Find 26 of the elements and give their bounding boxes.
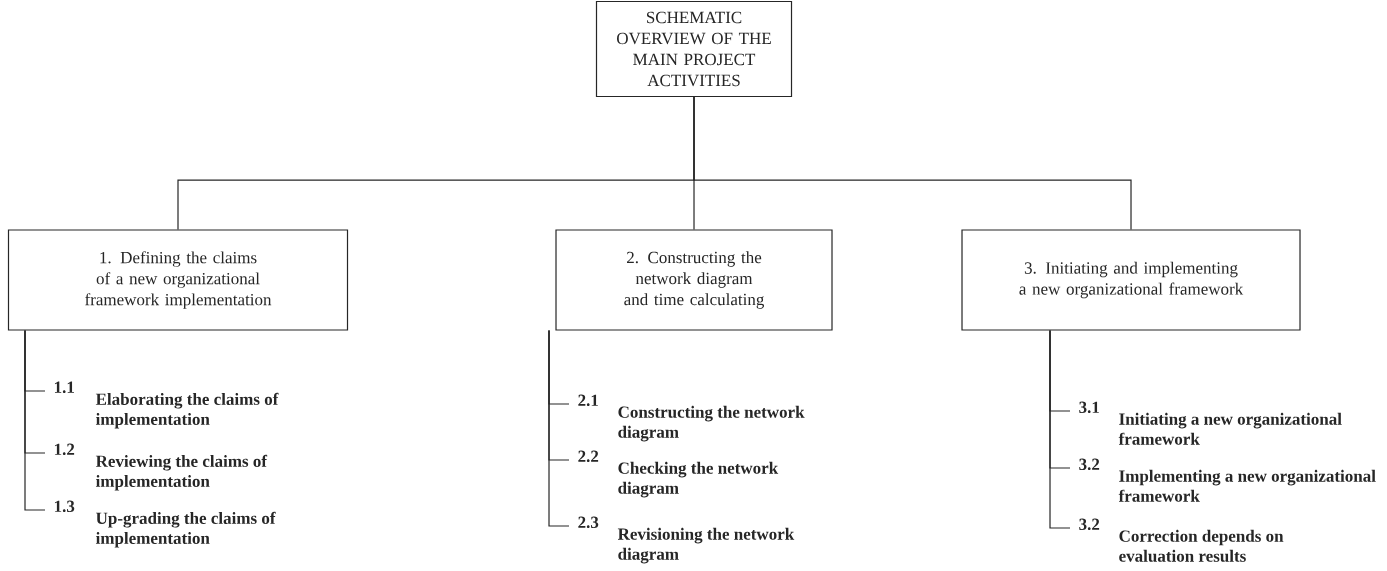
item-number: 1.3 — [54, 500, 75, 513]
item-number: 3.1 — [1079, 401, 1099, 414]
root-box: SCHEMATIC OVERVIEW OF THE MAIN PROJECT ACTIVITIES — [595, 0, 793, 98]
connector-line — [548, 330, 570, 527]
connector-line — [693, 96, 1132, 230]
activity-box: 2. Constructing the network diagram and time calculating — [555, 229, 833, 331]
item-text: Implementing a new organizational framework — [1118, 469, 1376, 502]
item-text: Checking the network diagram — [618, 461, 779, 498]
item-number: 1.1 — [54, 381, 74, 394]
item-number: 3.2 — [1079, 458, 1100, 471]
item-text: Initiating a new organizational framework — [1118, 412, 1342, 445]
item-text: Up-grading the claims of implementation — [96, 511, 276, 548]
item-text: Constructing the network diagram — [618, 405, 805, 442]
connector-line — [24, 330, 46, 511]
item-text: Reviewing the claims of implementation — [95, 454, 268, 491]
item-text: Correction depends on evaluation results — [1119, 529, 1284, 562]
item-number: 2.2 — [578, 450, 599, 463]
item-number: 2.3 — [578, 516, 599, 529]
connector-line — [1049, 330, 1071, 529]
item-number: 3.2 — [1079, 518, 1100, 531]
item-number: 1.2 — [54, 443, 75, 456]
item-text: Revisioning the network diagram — [617, 527, 795, 564]
activity-box: 1. Defining the claims of a new organizational framework implementation — [7, 229, 349, 331]
activity-box: 3. Initiating and implementing a new organizational framework — [961, 229, 1301, 331]
item-number: 2.1 — [578, 394, 598, 407]
item-text: Elaborating the claims of implementation — [95, 392, 279, 429]
